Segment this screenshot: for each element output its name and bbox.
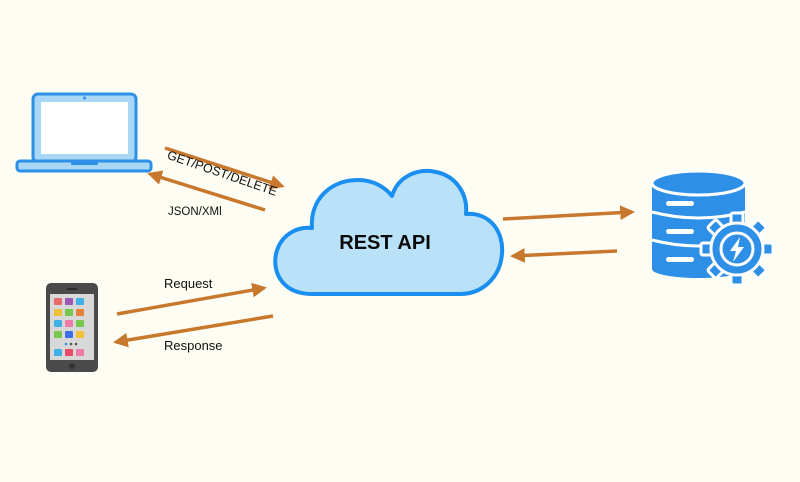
database-gear-icon [650,169,775,287]
cloud-icon [273,169,505,296]
laptop-response-label: JSON/XMl [168,206,222,218]
phone-response-label: Response [164,338,223,353]
arrow-cloud-to-database [502,205,635,221]
smartphone-icon [46,283,98,372]
arrow-laptop-to-cloud [164,146,285,190]
arrow-database-to-cloud [510,248,618,263]
laptop-icon [15,92,153,173]
arrow-cloud-to-phone [113,314,274,348]
phone-request-label: Request [164,276,213,291]
arrow-cloud-to-laptop [147,170,266,212]
arrow-phone-to-cloud [116,282,267,316]
